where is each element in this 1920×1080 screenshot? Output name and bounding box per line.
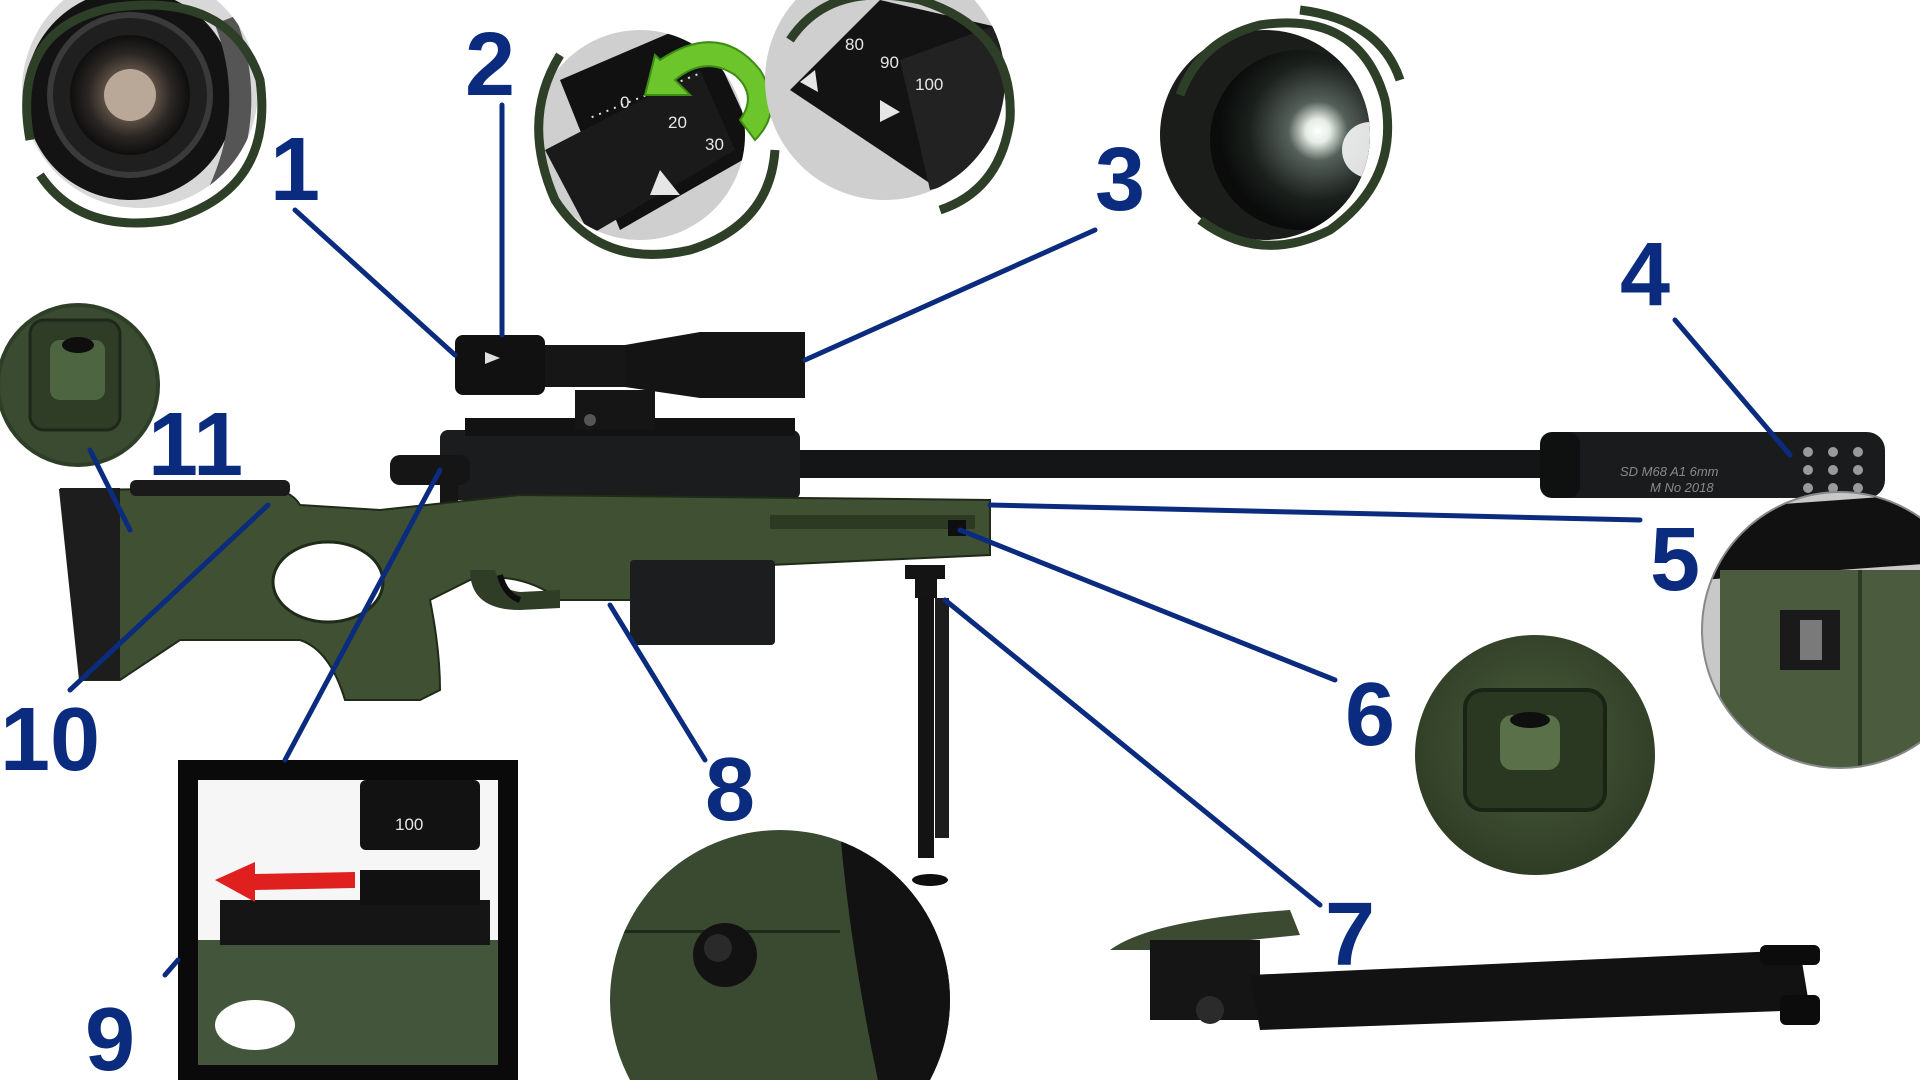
callout-9: 9 [85, 990, 135, 1080]
suppressor-engraving-1: SD M68 A1 6mm [1620, 464, 1719, 479]
callout-1: 1 [270, 120, 320, 220]
rifle: SD M68 A1 6mm M No 2018 [58, 332, 1885, 886]
inset-5-latch [1701, 491, 1920, 769]
dial-mark-90: 90 [880, 53, 899, 72]
callout-2: 2 [465, 15, 515, 115]
suppressor-engraving-2: M No 2018 [1650, 480, 1714, 495]
dial-mark-30: 30 [705, 135, 724, 154]
leader-1 [292, 207, 458, 358]
butt-pad [60, 488, 120, 680]
dial-mark-80: 80 [845, 35, 864, 54]
leader-5 [987, 502, 1643, 523]
callout-5: 5 [1650, 510, 1700, 610]
thumbhole [271, 540, 385, 624]
leader-9b [162, 957, 181, 978]
inset-1-eyepiece [22, 0, 267, 228]
inset-7-bipod [1110, 910, 1820, 1030]
inset-9-scope-removal: 100 [178, 760, 518, 1080]
leader-7 [942, 597, 1323, 908]
trigger [497, 574, 522, 603]
callout-6: 6 [1345, 665, 1395, 765]
inset-11-sling-mount [0, 303, 160, 467]
slide-arrow-icon [215, 862, 355, 902]
stock [58, 486, 991, 701]
inset-3-objective [1160, 5, 1405, 250]
dial-mark-20: 20 [668, 113, 687, 132]
callout-labels: 1 2 3 4 5 6 7 8 9 10 11 [0, 15, 1700, 1080]
dial-mark-100: 100 [915, 75, 943, 94]
callout-11: 11 [148, 395, 243, 495]
scope [455, 332, 805, 430]
suppressor: SD M68 A1 6mm M No 2018 [1540, 432, 1885, 498]
callout-4: 4 [1620, 225, 1670, 325]
leader-lines [67, 102, 1793, 978]
callout-7: 7 [1325, 885, 1375, 985]
forend-slot [770, 515, 975, 529]
leader-9 [282, 467, 443, 763]
leader-11 [87, 447, 133, 533]
leader-8 [607, 602, 708, 763]
callout-3: 3 [1095, 130, 1145, 230]
inset-6-button [1415, 635, 1655, 875]
callout-8: 8 [705, 740, 755, 840]
barrel [760, 450, 1560, 478]
inset-2-turret-right: 80 90 100 [765, 0, 1015, 215]
magazine [630, 560, 775, 645]
receiver [440, 430, 800, 500]
inset-8-mag-release [610, 830, 950, 1080]
inset-2-turret-left: 0 20 30 [534, 30, 780, 259]
bipod [905, 565, 949, 886]
cheek-rest [130, 480, 290, 496]
rotate-arrow-icon [643, 41, 773, 142]
trigger-guard [470, 570, 560, 610]
inset9-dial-mark: 100 [395, 815, 423, 834]
leader-6 [957, 527, 1338, 683]
dial-mark-0: 0 [620, 93, 629, 112]
leader-10 [67, 502, 271, 693]
leader-4 [1672, 317, 1793, 458]
leader-3 [802, 227, 1098, 363]
callout-10: 10 [0, 690, 100, 790]
